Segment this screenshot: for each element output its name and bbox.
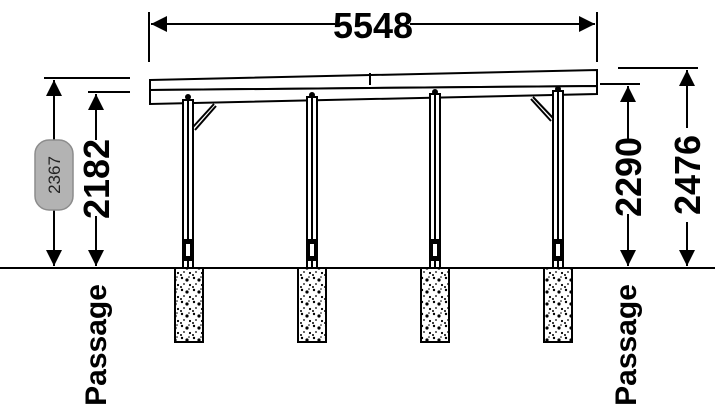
foundation-block: [543, 267, 573, 343]
posts: [182, 90, 564, 269]
right-height-dimensions: [600, 67, 698, 266]
height-right-inner-value: 2290: [608, 137, 649, 217]
left-passage-label: Passage: [80, 284, 113, 406]
foundation-block: [174, 267, 204, 343]
height-left-inner-value: 2182: [76, 139, 117, 219]
height-right-outer-value: 2476: [667, 135, 708, 215]
foundations: [174, 267, 573, 343]
height-left-outer-value: 2367: [45, 156, 64, 194]
foundation-block: [420, 267, 450, 343]
width-value: 5548: [333, 5, 413, 46]
foundation-block: [297, 267, 327, 343]
badge-2367: 2367: [34, 139, 74, 211]
roof: [149, 68, 598, 106]
width-dimension: 5548: [148, 5, 598, 62]
right-passage-label: Passage: [610, 284, 643, 406]
